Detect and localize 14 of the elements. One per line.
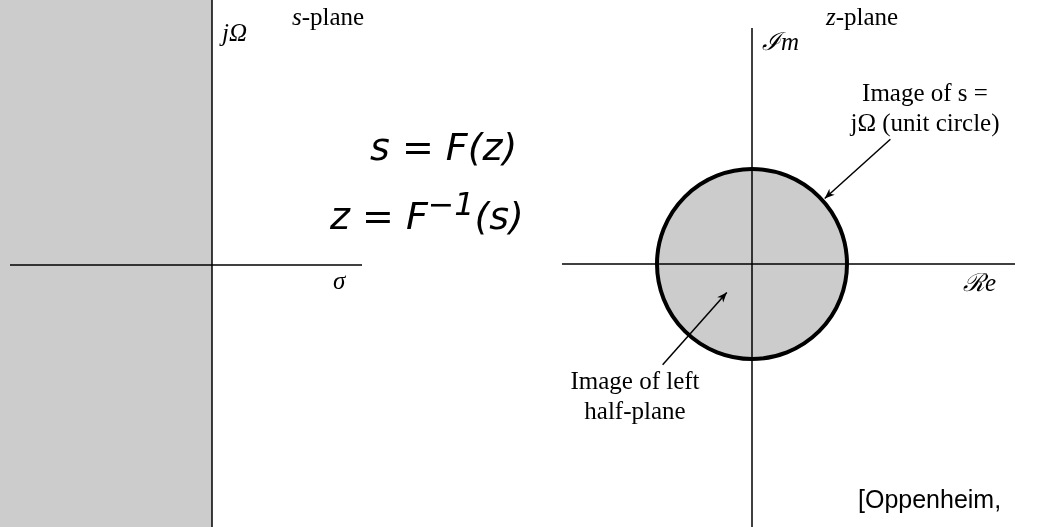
equation: z = F$^{−1}$(s) bbox=[330, 185, 524, 240]
axis-label: σ bbox=[333, 266, 346, 296]
citation-text: [Oppenheim, bbox=[858, 484, 1002, 514]
shaded-half-plane bbox=[0, 0, 212, 527]
plane-label: s-plane bbox=[292, 2, 365, 32]
callout-text: Image of left half-plane bbox=[560, 366, 710, 426]
leader-arrow bbox=[661, 291, 728, 366]
axis-label: ℐm bbox=[762, 27, 800, 57]
plane-label: z-plane bbox=[826, 2, 899, 32]
unit-circle bbox=[655, 167, 849, 361]
axis-label: ℛe bbox=[963, 268, 997, 298]
leader-arrow bbox=[823, 138, 892, 200]
equation: s = F(z) bbox=[370, 125, 518, 171]
callout-text: Image of s = jΩ (unit circle) bbox=[800, 78, 1050, 138]
